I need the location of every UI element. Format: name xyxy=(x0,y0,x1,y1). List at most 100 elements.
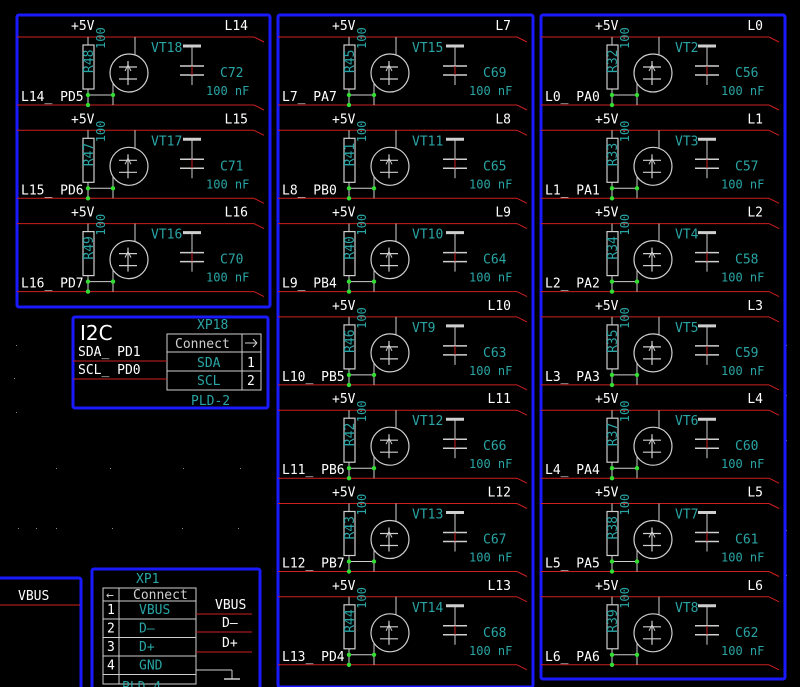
junction-dot xyxy=(346,92,352,98)
transistor-symbol xyxy=(633,240,673,280)
transistor-symbol xyxy=(633,426,673,466)
junction-dot xyxy=(110,92,116,98)
junction-dot xyxy=(346,569,352,574)
junction-dot xyxy=(346,652,352,657)
channel-label: L6 xyxy=(747,579,763,594)
transistor-ref: VT11 xyxy=(412,134,443,149)
connector-header: Connect xyxy=(133,588,188,603)
junction-dot xyxy=(371,92,377,98)
net-label: SCL_ PD0 xyxy=(78,363,141,378)
transistor-symbol xyxy=(370,426,410,466)
resistor-value: 100 xyxy=(618,307,632,329)
capacitor-value: 100 nF xyxy=(721,271,764,285)
channel-label: L9 xyxy=(495,206,511,221)
output-net-tail xyxy=(768,104,780,111)
capacitor-ref: C65 xyxy=(483,159,506,174)
capacitor-value: 100 nF xyxy=(206,177,249,191)
supply-label: +5V xyxy=(71,19,95,34)
resistor-ref: R38 xyxy=(606,516,621,539)
channel-label: L8 xyxy=(495,112,511,127)
transistor-arrow xyxy=(651,64,656,72)
supply-net-tail xyxy=(253,36,265,43)
channel-label: L14 xyxy=(225,19,249,34)
junction-dot xyxy=(346,289,352,294)
supply-label: +5V xyxy=(595,486,619,501)
connector-body xyxy=(102,587,197,685)
channel-label: L15 xyxy=(225,112,248,127)
transistor-ref: VT14 xyxy=(412,601,443,616)
junction-dot xyxy=(634,279,640,284)
junction-dot xyxy=(634,559,640,564)
supply-net-tail xyxy=(253,129,265,136)
transistor-arrow xyxy=(385,344,390,352)
capacitor-value: 100 nF xyxy=(469,84,512,98)
junction-dot xyxy=(346,102,352,108)
transistor-ref: VT5 xyxy=(675,321,698,336)
capacitor-value: 100 nF xyxy=(469,177,512,191)
transistor-arrow xyxy=(124,158,129,165)
transistor-arrow xyxy=(651,158,656,165)
grid-dot xyxy=(182,528,183,529)
resistor-value: 100 xyxy=(94,121,108,143)
transistor-arrow xyxy=(388,64,393,72)
connector-body xyxy=(166,333,262,391)
connector-part: PLD-4 xyxy=(122,680,161,687)
net-label: D+ xyxy=(222,636,238,651)
net-label: L12_ PB7 xyxy=(282,557,345,572)
transistor-arrow xyxy=(648,624,653,632)
resistor-ref: R33 xyxy=(606,143,621,166)
junction-dot xyxy=(346,382,352,388)
transistor-arrow xyxy=(124,64,129,72)
channel-label: L2 xyxy=(747,206,763,221)
connector-part: PLD-2 xyxy=(191,394,230,409)
supply-label: +5V xyxy=(595,112,619,127)
capacitor-value: 100 nF xyxy=(469,364,512,378)
channel-label: L0 xyxy=(747,19,763,34)
junction-dot xyxy=(609,102,615,108)
supply-net-tail xyxy=(516,36,528,43)
resistor-value: 100 xyxy=(355,27,369,49)
supply-label: +5V xyxy=(332,392,356,407)
junction-dot xyxy=(371,559,377,564)
pin-name: SDA xyxy=(197,356,221,371)
capacitor-ref: C66 xyxy=(483,439,506,454)
output-net-tail xyxy=(516,571,528,577)
net-label: L4_ PA4 xyxy=(545,463,600,478)
resistor-value: 100 xyxy=(618,401,632,423)
pin-number: 4 xyxy=(107,659,115,674)
supply-label: +5V xyxy=(332,486,356,501)
net-label: L6_ PA6 xyxy=(545,650,600,665)
supply-label: +5V xyxy=(595,206,619,221)
capacitor-ref: C62 xyxy=(735,626,758,641)
capacitor-ref: C59 xyxy=(735,346,758,361)
junction-dot xyxy=(346,196,352,201)
resistor-ref: R39 xyxy=(606,609,621,632)
net-label: L3_ PA3 xyxy=(545,370,600,385)
transistor-ref: VT2 xyxy=(675,41,698,56)
supply-label: +5V xyxy=(595,19,619,34)
transistor-symbol xyxy=(633,53,673,93)
transistor-symbol xyxy=(109,53,149,93)
grid-dot xyxy=(240,468,241,469)
grid-dot xyxy=(110,468,111,469)
junction-dot xyxy=(609,372,615,378)
i2c-title: I2C xyxy=(80,321,113,345)
pin-name: GND xyxy=(139,659,163,674)
block-frame xyxy=(276,13,535,687)
net-label: L8_ PB0 xyxy=(282,183,337,198)
capacitor-ref: C57 xyxy=(735,159,758,174)
resistor-ref: R44 xyxy=(343,609,358,633)
junction-dot xyxy=(110,279,116,284)
net-label: VBUS xyxy=(18,589,49,604)
supply-net-tail xyxy=(768,223,780,230)
transistor-arrow xyxy=(385,624,390,632)
net-label: L5_ PA5 xyxy=(545,557,600,572)
block-frame xyxy=(71,315,270,410)
junction-dot xyxy=(85,196,91,201)
junction-dot xyxy=(346,372,352,378)
